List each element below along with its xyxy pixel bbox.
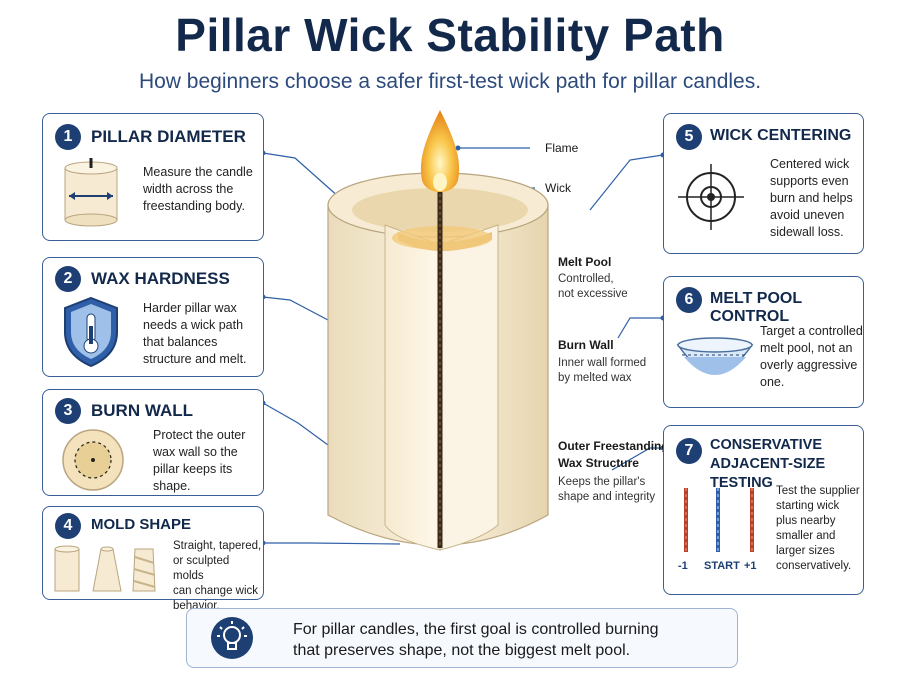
card-title: MELT POOL CONTROL [710, 290, 802, 325]
card-desc: Harder pillar wax needs a wick path that… [143, 300, 247, 368]
badge-5: 5 [676, 124, 702, 150]
desc-line: one. [760, 375, 785, 389]
page-title: Pillar Wick Stability Path [175, 9, 725, 61]
desc-line: pillar keeps its [153, 462, 233, 476]
wick-sizes-icon [684, 488, 754, 552]
title-line: CONSERVATIVE [710, 437, 822, 453]
desc-line: melt pool, not an [760, 341, 853, 355]
desc-line: Measure the candle [143, 165, 253, 179]
melt-pool-bowl-icon [676, 337, 754, 375]
label-melt-pool: Melt Pool [558, 255, 612, 269]
desc-line: avoid uneven [770, 208, 845, 222]
desc-line: smaller and [776, 530, 836, 542]
burn-wall-sub-line: by melted wax [558, 372, 632, 384]
card-mold-shape: 4 MOLD SHAPE Straight, tapered, or sculp… [42, 506, 264, 612]
card-burn-wall: 3 BURN WALL Protect the outer wax wall s… [42, 389, 264, 496]
candle-body [327, 172, 549, 551]
outer-sub: Keeps the pillar's shape and integrity [558, 475, 655, 505]
badge-4: 4 [55, 513, 81, 539]
footer-line: For pillar candles, the first goal is co… [293, 621, 659, 638]
desc-line: Harder pillar wax [143, 301, 237, 315]
desc-line: conservatively. [776, 560, 852, 572]
desc-line: Protect the outer [153, 428, 246, 442]
outer-line: Wax Structure [558, 456, 639, 470]
card-title: MOLD SHAPE [91, 516, 192, 533]
desc-line: structure and melt. [143, 352, 247, 366]
card-desc: Measure the candle width across the free… [143, 164, 253, 215]
card-desc: Protect the outer wax wall so the pillar… [153, 427, 245, 495]
desc-line: can change wick [173, 585, 259, 597]
desc-line: burn and helps [770, 191, 853, 205]
label-burn-wall: Burn Wall [558, 338, 614, 352]
card-title: BURN WALL [91, 401, 193, 420]
desc-line: supports even [770, 174, 849, 188]
footer-callout: For pillar candles, the first goal is co… [186, 608, 738, 668]
desc-line: freestanding body. [143, 199, 245, 213]
outer-sub-line: Keeps the pillar's [558, 476, 646, 488]
desc-line: shape. [153, 479, 191, 493]
melt-pool-sub: Controlled, not excessive [558, 272, 628, 302]
card-wax-hardness: 2 WAX HARDNESS Harder pillar wax needs a… [42, 257, 264, 377]
card-wick-centering: 5 WICK CENTERING Centered wick supports … [663, 113, 864, 254]
cylinder-measure-icon [64, 158, 118, 227]
desc-line: sidewall loss. [770, 225, 844, 239]
title-line: ADJACENT-SIZE TESTING [710, 456, 826, 491]
wick-label-start: START [704, 560, 740, 572]
lightbulb-icon [211, 617, 253, 659]
card-title: WICK CENTERING [710, 127, 852, 144]
badge-2: 2 [55, 266, 81, 292]
card-adjacent-size-testing: 7 CONSERVATIVE ADJACENT-SIZE TESTING -1 … [663, 425, 864, 595]
desc-line: or sculpted molds [173, 555, 230, 582]
wick-label-minus: -1 [678, 560, 688, 572]
page-subtitle: How beginners choose a safer first-test … [138, 70, 762, 93]
mold-shapes-icon [54, 545, 156, 592]
label-wick: Wick [545, 181, 571, 195]
card-pillar-diameter: 1 PILLAR DIAMETER Measure the candle wid… [42, 113, 264, 241]
desc-line: plus nearby [776, 515, 836, 527]
burn-wall-sub: Inner wall formed by melted wax [558, 356, 646, 386]
card-desc: Test the supplier starting wick plus nea… [776, 484, 860, 574]
desc-line: wax wall so the [153, 445, 238, 459]
desc-line: Target a controlled [760, 324, 863, 338]
burn-wall-top-icon [62, 429, 124, 491]
card-title: WAX HARDNESS [91, 269, 230, 288]
desc-line: that balances [143, 335, 218, 349]
card-melt-pool-control: 6 MELT POOL CONTROL Target a controlled … [663, 276, 864, 408]
wick-label-plus: +1 [744, 560, 757, 572]
desc-line: larger sizes [776, 545, 835, 557]
badge-6: 6 [676, 287, 702, 313]
target-crosshair-icon [678, 164, 744, 230]
desc-line: Centered wick [770, 157, 850, 171]
desc-line: overly aggressive [760, 358, 858, 372]
card-title: CONSERVATIVE ADJACENT-SIZE TESTING [710, 436, 863, 493]
card-desc: Straight, tapered, or sculpted molds can… [173, 539, 263, 614]
card-title: PILLAR DIAMETER [91, 127, 246, 146]
melt-pool-sub-line: Controlled, [558, 273, 614, 285]
desc-line: width across the [143, 182, 234, 196]
footer-line: that preserves shape, not the biggest me… [293, 642, 631, 659]
card-desc: Target a controlled melt pool, not an ov… [760, 323, 863, 391]
thermometer-shield-icon [64, 296, 118, 368]
desc-line: starting wick [776, 500, 840, 512]
footer-text: For pillar candles, the first goal is co… [293, 619, 659, 661]
flame [420, 110, 460, 192]
outer-line: Outer Freestanding [558, 439, 669, 453]
badge-1: 1 [55, 124, 81, 150]
badge-3: 3 [55, 398, 81, 424]
melt-pool-sub-line: not excessive [558, 288, 628, 300]
label-outer-structure: Outer Freestanding Wax Structure [558, 438, 669, 472]
badge-7: 7 [676, 438, 702, 464]
card-desc: Centered wick supports even burn and hel… [770, 156, 853, 241]
label-flame: Flame [545, 141, 579, 155]
desc-line: Straight, tapered, [173, 540, 262, 552]
desc-line: needs a wick path [143, 318, 244, 332]
desc-line: Test the supplier [776, 485, 860, 497]
burn-wall-sub-line: Inner wall formed [558, 357, 647, 369]
outer-sub-line: shape and integrity [558, 491, 656, 503]
